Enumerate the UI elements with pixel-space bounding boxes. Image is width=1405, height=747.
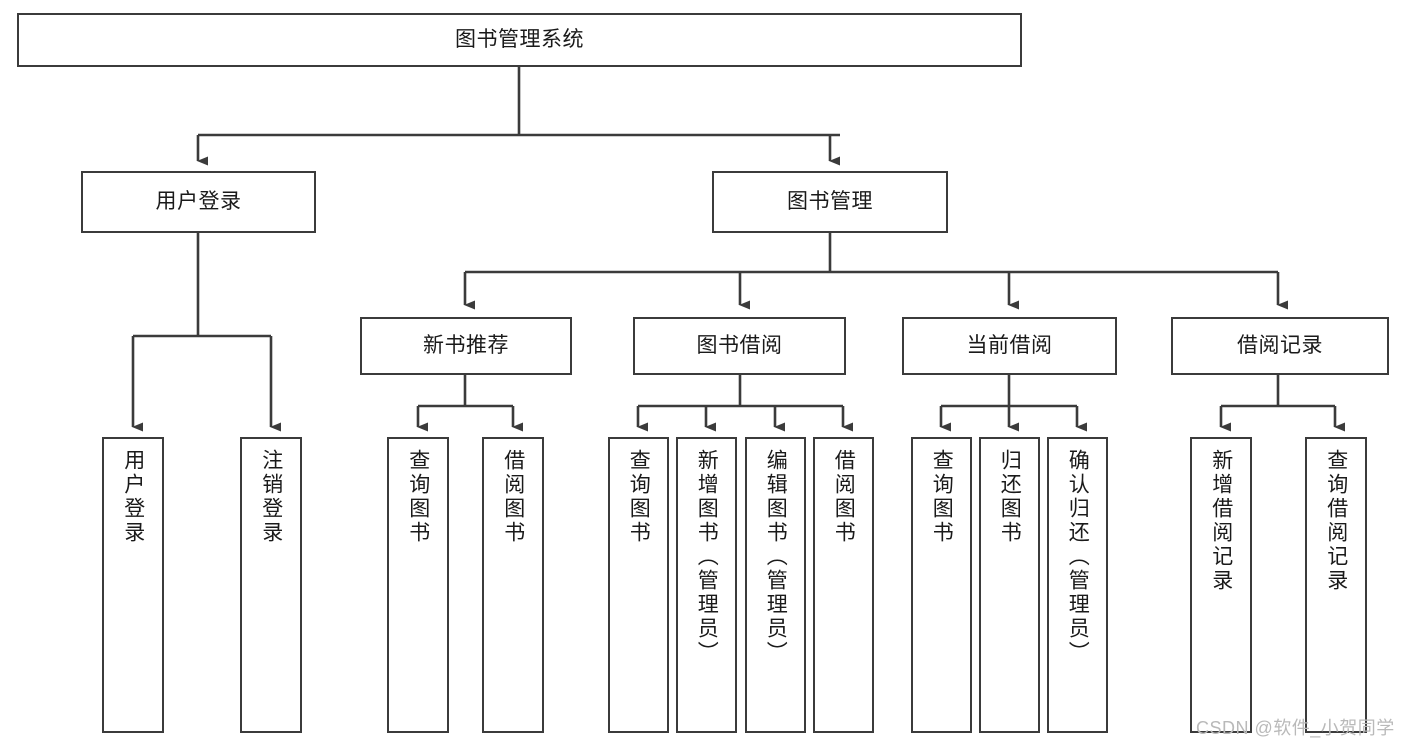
- leaf-record-query-record[interactable]: 查询借阅记录: [1305, 437, 1367, 733]
- leaf-current-confirm-return-admin[interactable]: 确认归还（管理员）: [1047, 437, 1108, 733]
- leaf-borrow-query-book[interactable]: 查询图书: [608, 437, 669, 733]
- node-book-borrow[interactable]: 图书借阅: [633, 317, 846, 375]
- edges-bookborrow-to-leaves: [636, 375, 853, 432]
- node-label: 查询借阅记录: [1324, 449, 1348, 593]
- node-new-book-recommend[interactable]: 新书推荐: [360, 317, 572, 375]
- node-label: 归还图书: [998, 449, 1022, 545]
- node-label: 查询图书: [406, 449, 430, 545]
- edges-currentborrow-to-leaves: [939, 375, 1087, 432]
- leaf-current-query-book[interactable]: 查询图书: [911, 437, 972, 733]
- node-label: 新增图书（管理员）: [695, 449, 719, 665]
- leaf-user-login[interactable]: 用户登录: [102, 437, 164, 733]
- node-label: 用户登录: [121, 449, 145, 545]
- node-label: 图书管理系统: [455, 28, 584, 52]
- node-label: 借阅图书: [832, 449, 856, 545]
- node-label: 借阅记录: [1237, 334, 1323, 358]
- leaf-record-add-record[interactable]: 新增借阅记录: [1190, 437, 1252, 733]
- leaf-borrow-edit-book-admin[interactable]: 编辑图书（管理员）: [745, 437, 806, 733]
- node-root-system[interactable]: 图书管理系统: [17, 13, 1022, 67]
- leaf-borrow-borrow-book[interactable]: 借阅图书: [813, 437, 874, 733]
- node-label: 编辑图书（管理员）: [764, 449, 788, 665]
- node-label: 新书推荐: [423, 334, 509, 358]
- node-label: 确认归还（管理员）: [1066, 449, 1090, 665]
- node-label: 用户登录: [155, 190, 242, 214]
- node-user-login[interactable]: 用户登录: [81, 171, 316, 233]
- leaf-logout[interactable]: 注销登录: [240, 437, 302, 733]
- node-label: 查询图书: [930, 449, 954, 545]
- node-label: 当前借阅: [966, 334, 1053, 358]
- node-label: 图书管理: [787, 190, 873, 214]
- node-label: 查询图书: [627, 449, 651, 545]
- leaf-newbook-borrow-book[interactable]: 借阅图书: [482, 437, 544, 733]
- node-label: 新增借阅记录: [1209, 449, 1233, 593]
- edges-newbook-to-leaves: [416, 375, 523, 432]
- leaf-newbook-query-book[interactable]: 查询图书: [387, 437, 449, 733]
- node-label: 图书借阅: [696, 334, 783, 358]
- edges-bookmgmt-to-level3: [463, 233, 1288, 310]
- leaf-current-return-book[interactable]: 归还图书: [979, 437, 1040, 733]
- node-borrow-record[interactable]: 借阅记录: [1171, 317, 1389, 375]
- edges-root-to-level2: [196, 67, 840, 166]
- node-label: 注销登录: [259, 449, 283, 545]
- edges-userlogin-to-leaves: [131, 233, 281, 432]
- leaf-borrow-add-book-admin[interactable]: 新增图书（管理员）: [676, 437, 737, 733]
- node-label: 借阅图书: [501, 449, 525, 545]
- node-current-borrow[interactable]: 当前借阅: [902, 317, 1117, 375]
- edges-borrowrecord-to-leaves: [1219, 375, 1345, 432]
- node-book-management[interactable]: 图书管理: [712, 171, 948, 233]
